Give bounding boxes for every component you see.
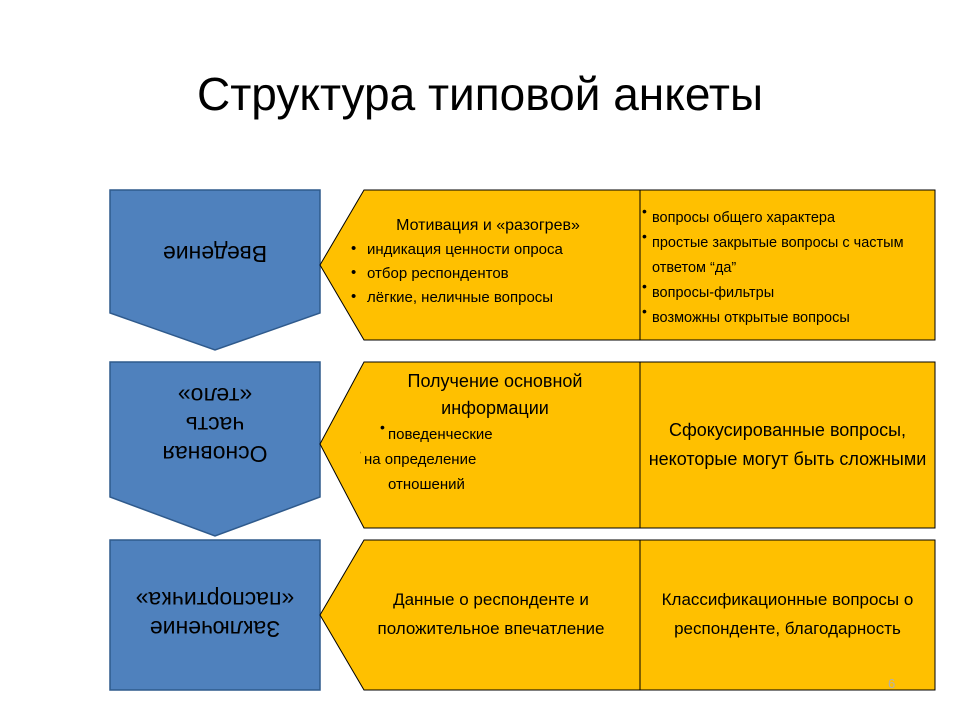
goal-text-conclusion: Данные о респонденте и положительное впе… [360, 566, 622, 662]
questions-text-body: Сфокусированные вопросы, некоторые могут… [645, 400, 930, 490]
question-item: вопросы общего характера [642, 206, 934, 231]
goal-text: Данные о респонденте и положительное впе… [377, 590, 605, 638]
questions-text: Сфокусированные вопросы, некоторые могут… [648, 420, 927, 469]
question-item: возможны открытые вопросы [642, 299, 934, 331]
question-item: вопросы-фильтры [642, 274, 934, 306]
section-chevron-body [109, 361, 321, 537]
section-label-intro: Введение [162, 241, 268, 267]
questions-text-intro: вопросы общего характера простые закрыты… [642, 206, 934, 336]
questions-text: Классификационные вопросы о респонденте,… [661, 590, 914, 638]
question-item: простые закрытые вопросы с частым ответо… [642, 224, 922, 281]
section-label-body: Основная часть «тело» [162, 383, 268, 467]
goal-item: лёгкие, неличные вопросы [340, 285, 636, 310]
section-box-conclusion [109, 539, 321, 691]
questions-box-conclusion [639, 539, 936, 691]
goal-item: индикация ценности опроса [340, 237, 636, 262]
goal-item: отбор респондентов [340, 261, 636, 286]
goal-text-body: Получение основной информации поведенчес… [360, 368, 630, 518]
goal-text-intro: Мотивация и «разогрев» индикация ценност… [340, 214, 636, 334]
questions-box-body [639, 361, 936, 529]
goal-item: поведенческие [360, 415, 630, 447]
section-label-conclusion: Заключение «паспортичка» [135, 587, 295, 642]
page-number: 6 [888, 676, 896, 691]
questions-text-conclusion: Классификационные вопросы о респонденте,… [650, 566, 925, 662]
goal-title-intro: Мотивация и «разогрев» [396, 217, 580, 234]
section-chevron-intro [109, 189, 321, 351]
slide-title: Структура типовой анкеты [196, 68, 764, 120]
goal-item: на определение отношений [360, 447, 538, 497]
goal-title-body: Получение основной информации [407, 371, 583, 418]
